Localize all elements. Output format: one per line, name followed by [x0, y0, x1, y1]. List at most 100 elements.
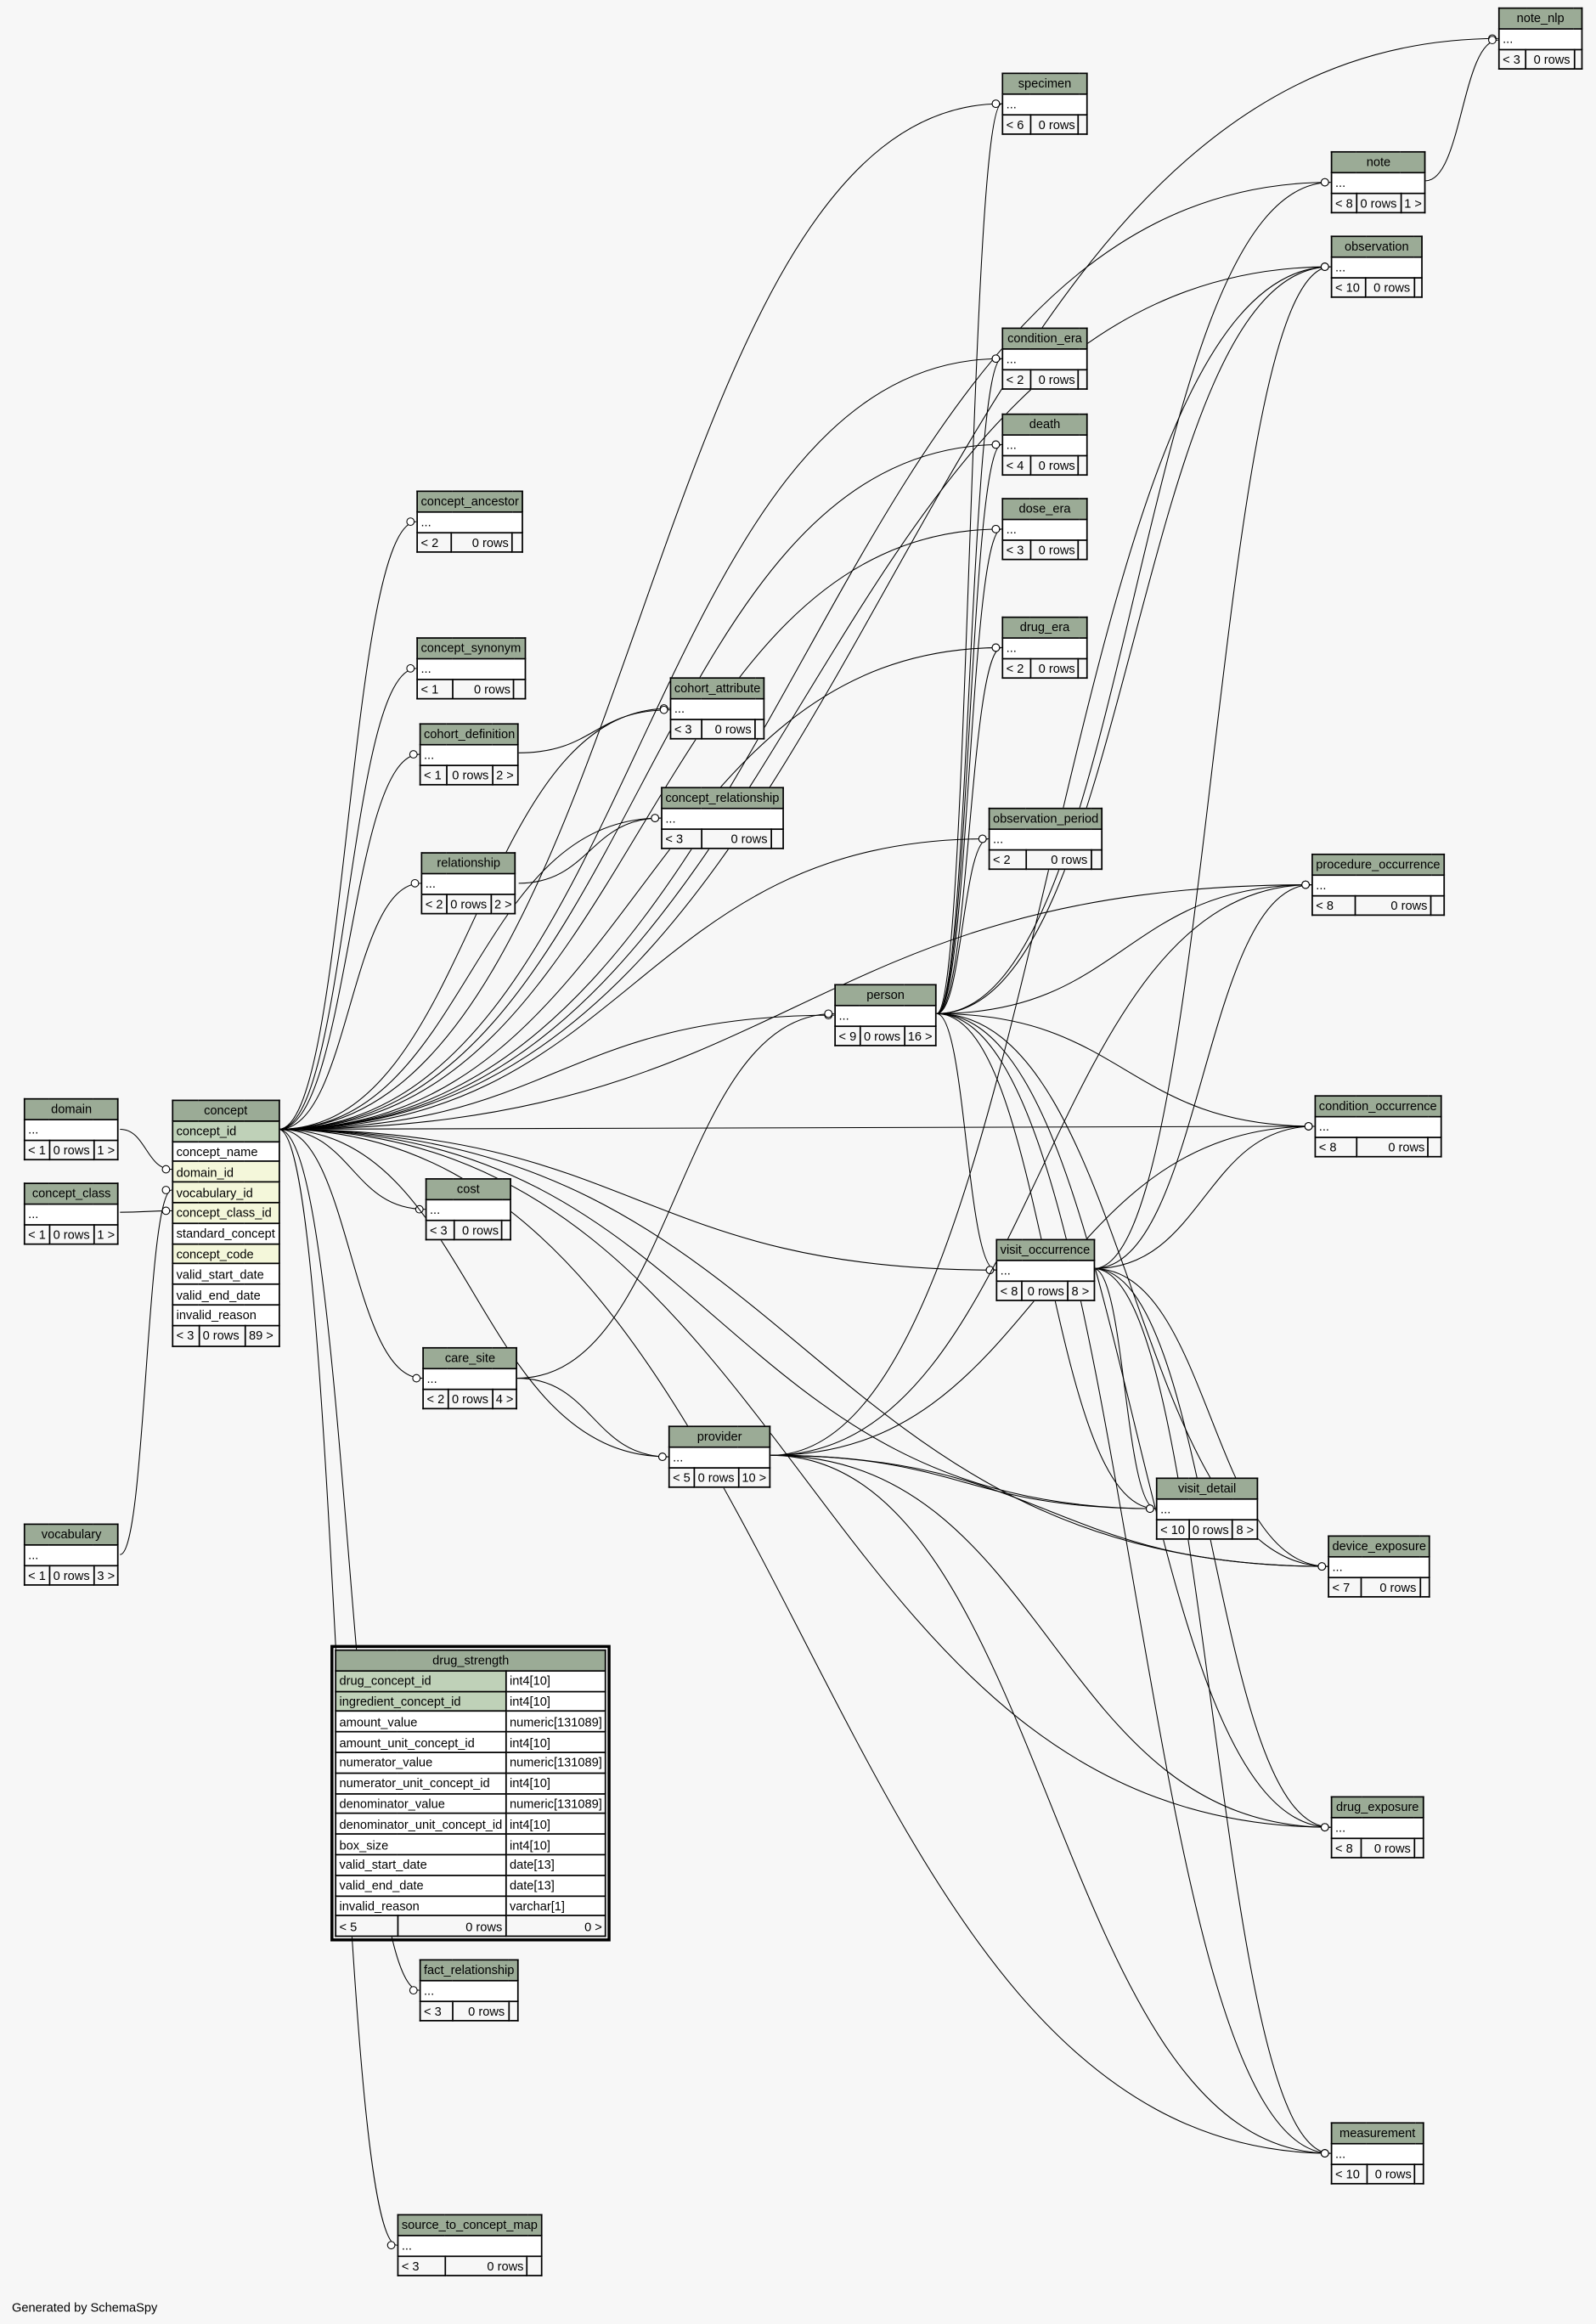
table-title[interactable]: condition_era — [1001, 327, 1088, 350]
edge-person-visit_occurrence — [936, 1013, 996, 1271]
parents-count: < 3 — [172, 1324, 200, 1347]
table-title[interactable]: cost — [425, 1178, 511, 1200]
column-valid_start_date: valid_start_date — [335, 1853, 507, 1876]
row-count: 0 rows — [451, 2000, 510, 2022]
table-title[interactable]: source_to_concept_map — [397, 2214, 543, 2237]
table-title[interactable]: observation — [1330, 235, 1423, 258]
table-title[interactable]: concept_synonym — [416, 637, 526, 660]
edge-visit-observation — [1093, 266, 1331, 1269]
edge-person-dose_era — [936, 528, 1002, 1014]
zero-or-many-marker — [824, 1009, 833, 1018]
table-title[interactable]: visit_detail — [1155, 1477, 1259, 1500]
children-count — [1078, 454, 1088, 477]
edge-concept-visit_occurrence — [279, 1128, 996, 1271]
children-count: 8 > — [1232, 1518, 1259, 1541]
table-title[interactable]: cohort_definition — [419, 723, 520, 746]
children-count — [1573, 48, 1583, 71]
table-title[interactable]: person — [834, 984, 937, 1007]
column-type: int4[10] — [505, 1772, 607, 1795]
table-title[interactable]: cohort_attribute — [669, 677, 765, 700]
zero-or-many-marker — [406, 517, 415, 527]
zero-or-many-marker — [1301, 880, 1310, 889]
parents-count: < 6 — [1001, 113, 1031, 136]
collapsed-columns: ... — [1330, 1816, 1424, 1839]
table-title[interactable]: drug_era — [1001, 616, 1088, 639]
table-title[interactable]: concept_class — [23, 1182, 120, 1205]
parents-count: < 3 — [661, 827, 702, 850]
zero-or-many-marker — [406, 663, 415, 673]
table-title[interactable]: dose_era — [1001, 498, 1088, 521]
table-title[interactable]: concept — [172, 1099, 280, 1122]
table-title[interactable]: concept_ancestor — [416, 490, 524, 513]
children-count — [770, 827, 784, 850]
table-title[interactable]: note_nlp — [1497, 7, 1583, 30]
table-title[interactable]: procedure_occurrence — [1311, 853, 1445, 876]
children-count: 1 > — [93, 1138, 120, 1161]
edge-concept-procedure_occurrence — [279, 884, 1312, 1130]
table-title[interactable]: note — [1330, 150, 1427, 173]
edge-cohort — [518, 709, 670, 753]
table-title[interactable]: vocabulary — [23, 1523, 120, 1546]
table-title[interactable]: condition_occurrence — [1314, 1095, 1441, 1118]
collapsed-columns: ... — [1001, 93, 1088, 116]
edge-concept-drug_exposure — [279, 1128, 1331, 1828]
table-title[interactable]: device_exposure — [1328, 1535, 1431, 1558]
table-title[interactable]: specimen — [1001, 72, 1088, 95]
edge-visit-visit_detail — [1093, 1267, 1156, 1509]
table-title[interactable]: visit_occurrence — [995, 1238, 1095, 1261]
table-title[interactable]: observation_period — [988, 807, 1103, 830]
row-count: 0 rows — [443, 2254, 528, 2277]
table-title[interactable]: drug_strength — [335, 1649, 607, 1672]
zero-or-many-marker — [161, 1165, 171, 1174]
table-title[interactable]: fact_relationship — [419, 1959, 519, 1982]
row-count: 0 rows — [1025, 849, 1092, 871]
collapsed-columns: ... — [1314, 1115, 1441, 1138]
table-title[interactable]: relationship — [420, 852, 516, 875]
edge-concept-condition_era — [279, 358, 1002, 1130]
table-title[interactable]: concept_relationship — [661, 787, 784, 809]
table-title[interactable]: provider — [668, 1425, 771, 1448]
children-count — [526, 2254, 543, 2277]
children-count: 1 > — [93, 1223, 120, 1246]
table-title[interactable]: care_site — [422, 1346, 518, 1369]
table-title[interactable]: death — [1001, 413, 1088, 436]
table-title[interactable]: domain — [23, 1097, 120, 1120]
table-title[interactable]: measurement — [1330, 2122, 1424, 2145]
edge-person-condition_occurrence — [936, 1013, 1315, 1127]
table-title[interactable]: drug_exposure — [1330, 1796, 1424, 1819]
children-count — [1414, 2163, 1424, 2186]
